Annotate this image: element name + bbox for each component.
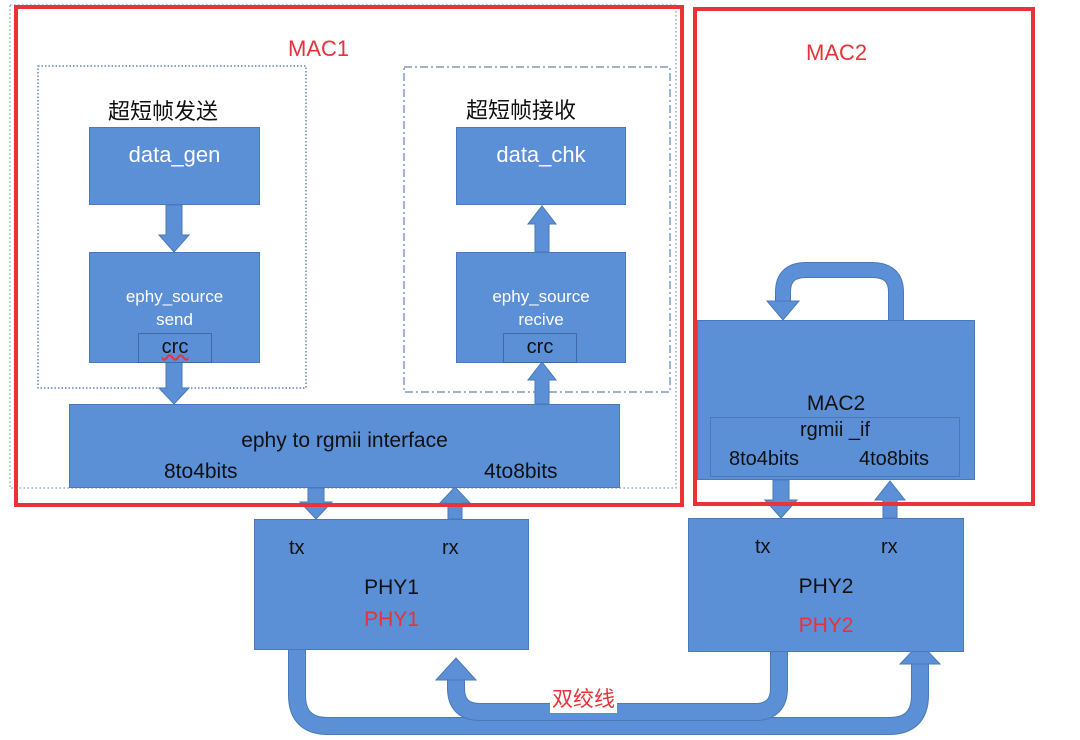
phy1-tx-label: tx: [289, 537, 305, 559]
data-chk-block: data_chk: [456, 127, 626, 205]
phy2-block: tx rx PHY2 PHY2: [688, 518, 964, 652]
ephy-rgmii-interface-block: ephy to rgmii interface 8to4bits 4to8bit…: [69, 404, 620, 488]
phy1-label: PHY1: [364, 576, 419, 599]
mac2-red-frame: [693, 7, 1035, 506]
crc-recv-box: crc: [503, 333, 577, 363]
ephy-source-send-block: ephy_source send crc: [89, 252, 260, 363]
interface-4to8: 4to8bits: [484, 460, 558, 483]
arrow-mac2-to-phy2-tx: [763, 479, 799, 519]
source-send-line1: ephy_source: [125, 287, 224, 306]
cable-arrowhead-phy2: [898, 642, 942, 665]
data-gen-block: data_gen: [89, 127, 260, 205]
rgmii-if-label: rgmii _if: [799, 419, 870, 441]
send-group-outline: [37, 65, 307, 389]
mac1-red-frame: [14, 5, 684, 507]
mac2-block-label: MAC2: [806, 392, 866, 415]
source-recv-line2: recive: [518, 310, 564, 329]
interface-label: ephy to rgmii interface: [241, 429, 448, 452]
phy1-red-label: PHY1: [364, 608, 419, 631]
mac2-title: MAC2: [806, 40, 868, 65]
mac2-8to4: 8to4bits: [729, 448, 800, 470]
mac2-loopback-arrowhead: [765, 300, 801, 321]
crc-recv-label: crc: [526, 336, 554, 358]
rgmii-if-box: rgmii _if 8to4bits 4to8bits: [710, 417, 960, 477]
mac2-4to8: 4to8bits: [859, 448, 930, 470]
arrow-gen-to-source: [157, 204, 191, 253]
ephy-source-recv-block: ephy_source recive crc: [456, 252, 626, 363]
source-recv-line1: ephy_source: [492, 287, 590, 306]
mac2-block: MAC2 rgmii _if 8to4bits 4to8bits: [697, 320, 975, 480]
arrow-phy2-rx-to-mac2: [873, 480, 907, 519]
arrow-source-to-chk: [526, 205, 558, 253]
data-gen-label: data_gen: [128, 142, 221, 167]
data-chk-label: data_chk: [496, 142, 586, 167]
recv-group-title: 超短帧接收: [466, 98, 577, 123]
crc-send-label: crc: [161, 336, 189, 358]
crc-send-box: crc: [138, 333, 212, 363]
cable-label: 双绞线: [550, 683, 617, 713]
source-send-line2: send: [156, 310, 193, 329]
cable-arrowhead-phy1: [434, 657, 478, 681]
phy2-tx-label: tx: [755, 536, 771, 558]
phy2-rx-label: rx: [881, 536, 898, 558]
interface-8to4: 8to4bits: [164, 460, 238, 483]
mac1-title: MAC1: [288, 36, 350, 61]
phy1-block: tx rx PHY1 PHY1: [254, 519, 529, 650]
phy1-rx-label: rx: [442, 537, 459, 559]
phy2-label: PHY2: [798, 575, 854, 598]
arrow-interface-to-source: [526, 361, 558, 405]
phy2-red-label: PHY2: [798, 614, 854, 637]
arrow-source-to-interface: [157, 361, 191, 405]
send-group-title: 超短帧发送: [108, 99, 219, 124]
